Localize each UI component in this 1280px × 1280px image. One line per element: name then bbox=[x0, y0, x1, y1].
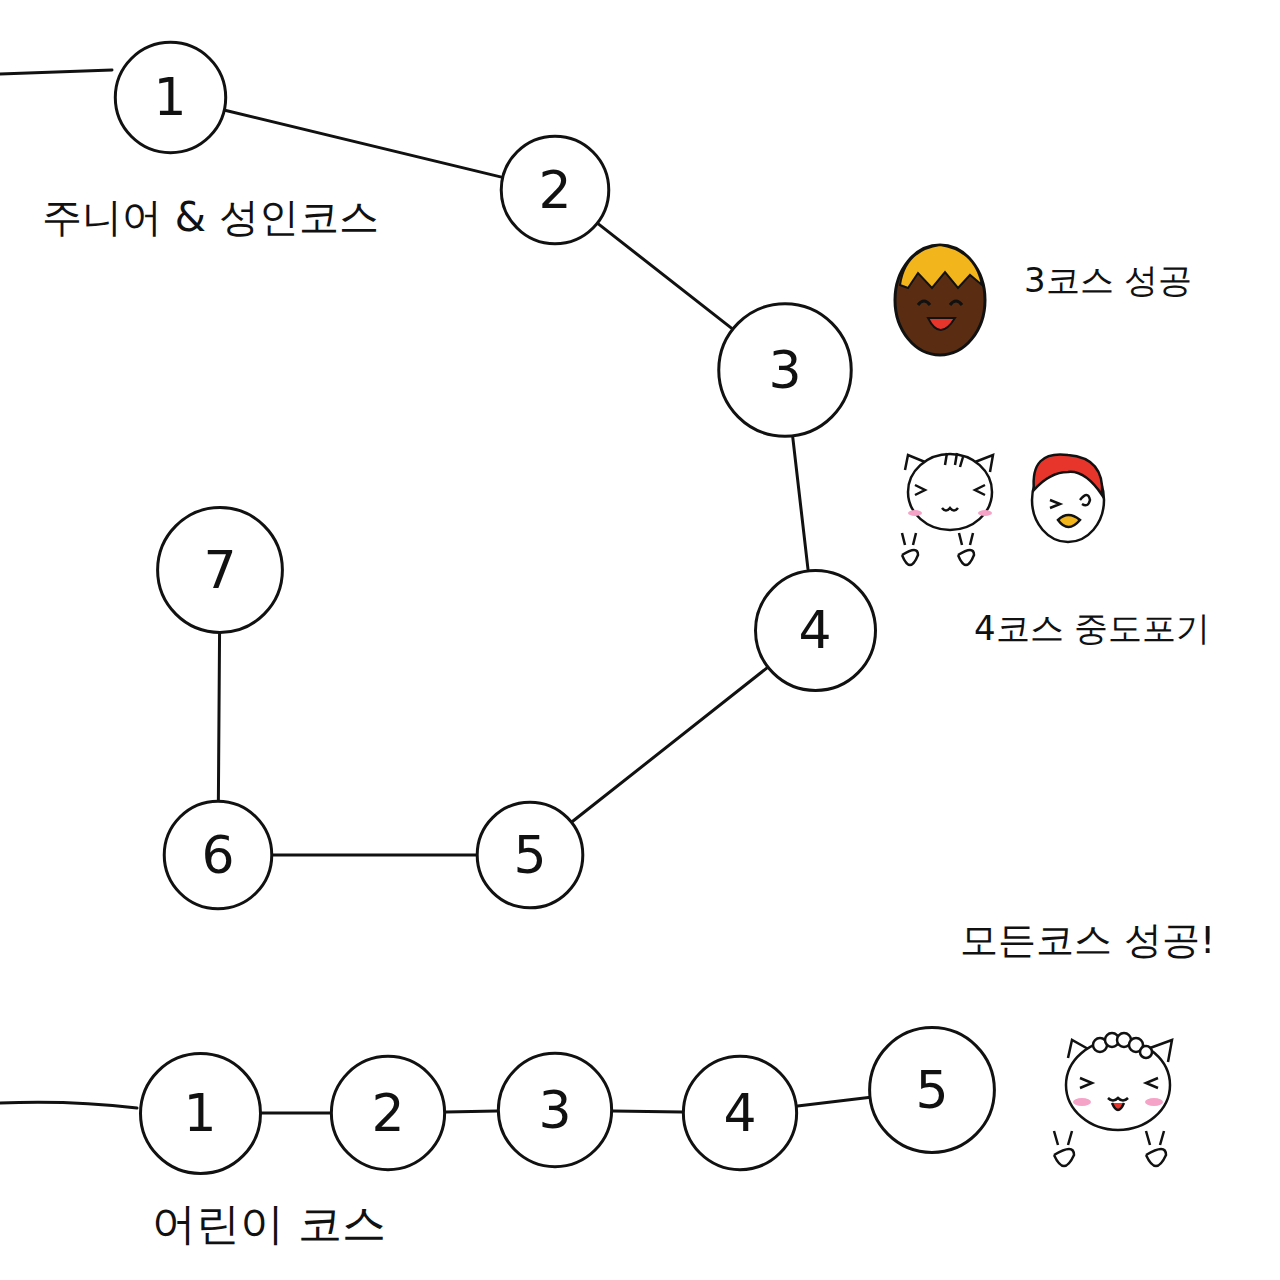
course-number: 3 bbox=[768, 344, 801, 396]
curly-cat-character bbox=[1054, 1033, 1172, 1166]
course-path bbox=[572, 668, 766, 821]
course-number: 3 bbox=[538, 1084, 571, 1136]
start-line bbox=[0, 70, 112, 74]
course-number: 7 bbox=[203, 544, 236, 596]
course-path bbox=[793, 438, 808, 569]
start-line bbox=[0, 1102, 137, 1108]
course-path bbox=[273, 854, 476, 857]
course-number: 4 bbox=[798, 604, 831, 656]
course-circle: 4 bbox=[753, 568, 878, 693]
course-number: 2 bbox=[538, 164, 571, 216]
course-circle: 2 bbox=[499, 134, 611, 246]
course-path bbox=[446, 1110, 497, 1114]
course-number: 5 bbox=[915, 1064, 948, 1116]
egg-character bbox=[895, 245, 985, 355]
course-number: 4 bbox=[723, 1087, 756, 1139]
course-circle: 1 bbox=[138, 1051, 263, 1176]
course-circle: 5 bbox=[475, 800, 585, 910]
course-path bbox=[262, 1112, 331, 1115]
course-path bbox=[218, 634, 219, 800]
cat-character bbox=[902, 453, 993, 565]
course-circle: 3 bbox=[716, 301, 854, 439]
course-path bbox=[798, 1098, 869, 1106]
note-label: 4코스 중도포기 bbox=[972, 610, 1212, 647]
course-number: 1 bbox=[153, 71, 186, 123]
note-label: 3코스 성공 bbox=[1022, 262, 1194, 299]
course-number: 1 bbox=[183, 1087, 216, 1139]
course-circle: 7 bbox=[155, 505, 285, 635]
course-circle: 3 bbox=[496, 1051, 614, 1169]
course-circle: 2 bbox=[329, 1054, 447, 1172]
chick-character bbox=[1032, 454, 1104, 542]
course-path bbox=[613, 1111, 682, 1112]
note-label: 모든코스 성공! bbox=[958, 920, 1217, 962]
note-label: 주니어 & 성인코스 bbox=[40, 195, 381, 239]
course-number: 2 bbox=[371, 1087, 404, 1139]
note-label: 어린이 코스 bbox=[150, 1200, 388, 1248]
course-circle: 1 bbox=[113, 40, 228, 155]
course-number: 5 bbox=[513, 829, 546, 881]
course-circle: 5 bbox=[867, 1025, 997, 1155]
course-path bbox=[598, 224, 731, 328]
course-path bbox=[225, 110, 502, 177]
course-number: 6 bbox=[201, 829, 234, 881]
course-circle: 4 bbox=[681, 1054, 799, 1172]
course-circle: 6 bbox=[162, 799, 274, 911]
